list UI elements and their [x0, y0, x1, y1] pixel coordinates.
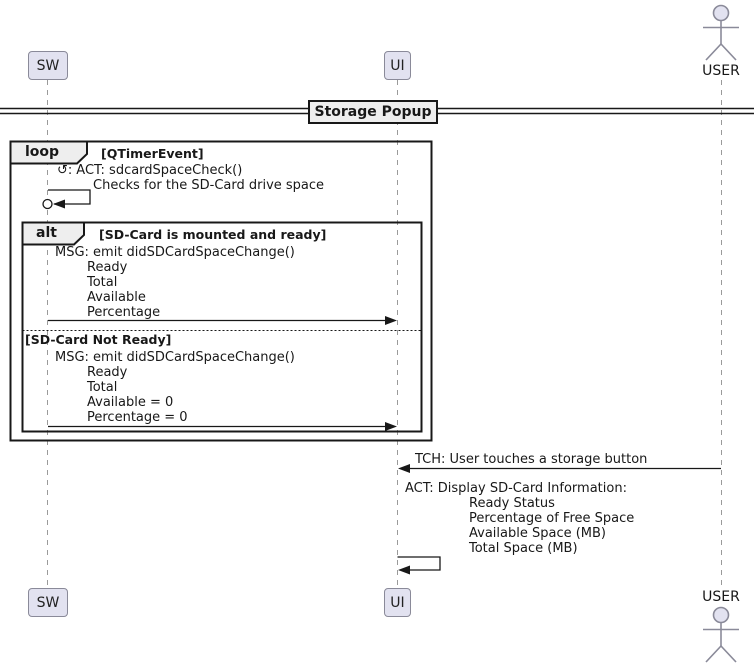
timer-loop-icon: ↺:	[57, 163, 73, 178]
participant-ui-bottom: UI	[384, 588, 411, 617]
loop-operator-label: loop	[25, 144, 60, 160]
emit-ready-arrowhead	[385, 316, 397, 325]
sdcard-check-message: ↺:ACT: sdcardSpaceCheck()	[57, 163, 242, 178]
alt-condition: [SD-Card is mounted and ready]	[99, 227, 327, 242]
touch-message: TCH: User touches a storage button	[415, 452, 648, 467]
display-info-line: Ready Status	[469, 496, 555, 511]
user-actor-icon-bottom	[703, 606, 739, 663]
participant-sw-label: SW	[36, 57, 60, 74]
emit-ready-line: Percentage	[87, 305, 161, 320]
loop-condition: [QTimerEvent]	[101, 146, 204, 161]
participant-ui-label: UI	[390, 594, 405, 611]
emit-ready-line: MSG: emit didSDCardSpaceChange()	[55, 245, 295, 260]
actor-user-label-bottom: USER	[702, 589, 740, 605]
emit-ready-line: Available	[87, 290, 146, 305]
participant-sw-bottom: SW	[28, 588, 68, 617]
emit-not-ready-line: Available = 0	[87, 395, 174, 410]
emit-not-ready-line: Percentage = 0	[87, 410, 188, 425]
participant-sw-label: SW	[36, 594, 60, 611]
emit-ready-line: Total	[87, 275, 118, 290]
emit-not-ready-line: Ready	[87, 365, 128, 380]
emit-not-ready-line: Total	[87, 380, 118, 395]
display-info-line: Total Space (MB)	[469, 541, 578, 556]
alt-operator-label: alt	[36, 225, 57, 241]
actor-user-label-top: USER	[702, 63, 740, 79]
display-info-line: Available Space (MB)	[469, 526, 607, 541]
divider-title: Storage Popup	[314, 104, 432, 120]
sdcard-check-title: ACT: sdcardSpaceCheck()	[76, 163, 243, 178]
display-info-self-arrow	[397, 556, 441, 571]
divider-storage-popup: Storage Popup	[308, 100, 438, 124]
alt-else-condition: [SD-Card Not Ready]	[25, 332, 172, 347]
loop-fragment-header	[9, 140, 88, 165]
alt-fragment-header	[21, 221, 85, 246]
alt-fragment-border	[21, 221, 423, 433]
display-info-line: ACT: Display SD-Card Information:	[405, 481, 627, 496]
sdcard-check-arrowhead	[53, 199, 65, 209]
sdcard-check-subtitle: Checks for the SD-Card drive space	[93, 178, 325, 193]
participant-ui-label: UI	[390, 57, 405, 74]
emit-not-ready-arrowhead	[385, 422, 397, 431]
emit-ready-line: Ready	[87, 260, 128, 275]
emit-not-ready-line: MSG: emit didSDCardSpaceChange()	[55, 350, 295, 365]
sdcard-check-endpoint-circle	[42, 198, 53, 210]
participant-sw-top: SW	[28, 51, 68, 80]
participant-ui-top: UI	[384, 51, 411, 80]
touch-arrowhead	[398, 464, 410, 473]
user-actor-icon	[703, 4, 739, 61]
loop-fragment-border	[9, 140, 433, 442]
sdcard-check-self-arrow	[48, 189, 91, 205]
display-info-line: Percentage of Free Space	[469, 511, 635, 526]
display-info-arrowhead	[398, 565, 410, 575]
